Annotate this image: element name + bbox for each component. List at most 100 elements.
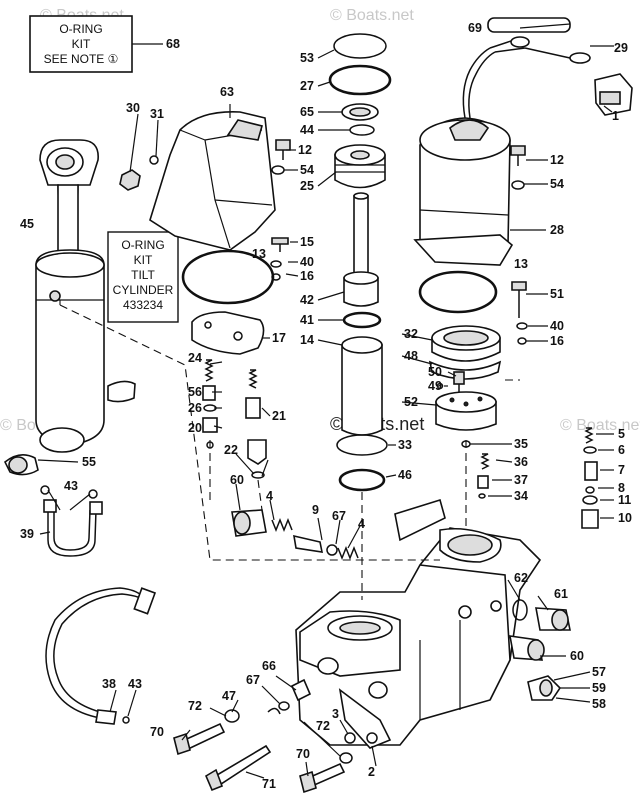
- callout-label: 22: [224, 443, 238, 457]
- callout-label: 56: [188, 385, 202, 399]
- callout-label: 66: [262, 659, 276, 673]
- callout-label: 41: [300, 313, 314, 327]
- plate-17: [191, 311, 265, 355]
- callout-label: 15: [300, 235, 314, 249]
- callout-label: 58: [592, 697, 606, 711]
- manifold-body: [295, 498, 542, 749]
- tilt-kit-line: 433234: [123, 298, 163, 312]
- watermark: © Boats.net: [330, 7, 414, 24]
- callout-label: 61: [554, 587, 568, 601]
- tilt-cylinder: [35, 139, 105, 453]
- callout-labels: 68 69 29 1 53 27 63 30 31 65 44 12 12 54…: [20, 21, 632, 791]
- callout-label: 54: [550, 177, 564, 191]
- callout-label: 62: [514, 571, 528, 585]
- callout-label: 46: [398, 468, 412, 482]
- callout-label: 51: [550, 287, 564, 301]
- piston-rod-42: [343, 192, 379, 307]
- callout-label: 49: [428, 379, 442, 393]
- oring-13-right: [418, 270, 498, 314]
- motor-28: [413, 47, 514, 266]
- callout-label: 5: [618, 427, 625, 441]
- callout-label: 35: [514, 437, 528, 451]
- tilt-kit-line: CYLINDER: [113, 283, 174, 297]
- callout-label: 7: [618, 463, 625, 477]
- callout-label: 59: [592, 681, 606, 695]
- callout-label: 13: [252, 247, 266, 261]
- callout-label: 21: [272, 409, 286, 423]
- callout-label: 20: [188, 421, 202, 435]
- oring-33: [336, 434, 388, 456]
- callout-label: 52: [404, 395, 418, 409]
- callout-label: 8: [618, 481, 625, 495]
- callout-label: 30: [126, 101, 140, 115]
- callout-label: 29: [614, 41, 628, 55]
- callout-label: 14: [300, 333, 314, 347]
- cap-25: [334, 144, 386, 189]
- tilt-kit-line: KIT: [134, 253, 153, 267]
- callout-label: 13: [514, 257, 528, 271]
- bleed-screw: [119, 169, 141, 191]
- cylinder-14: [341, 336, 383, 436]
- callout-label: 37: [514, 473, 528, 487]
- oring-44: [349, 124, 375, 136]
- oring-13-left: [181, 249, 275, 305]
- callout-label: 38: [102, 677, 116, 691]
- kit-note-line: O-RING: [59, 22, 102, 36]
- callout-label: 27: [300, 79, 314, 93]
- bushing-55-right: [107, 380, 136, 403]
- callout-label: 1: [612, 109, 619, 123]
- watermark: © Boats.net: [560, 417, 640, 434]
- callout-label: 60: [230, 473, 244, 487]
- callout-label: 24: [188, 351, 202, 365]
- callout-label: 67: [246, 673, 260, 687]
- kit-note-line: KIT: [72, 37, 91, 51]
- callout-label: 70: [296, 747, 310, 761]
- callout-label: 44: [300, 123, 314, 137]
- callout-label: 43: [128, 677, 142, 691]
- callout-label: 45: [20, 217, 34, 231]
- callout-label: 4: [358, 517, 365, 531]
- callout-label: 40: [300, 255, 314, 269]
- callout-label: 55: [82, 455, 96, 469]
- callout-label: 12: [298, 143, 312, 157]
- motor-cover: [149, 111, 276, 251]
- callout-label: 11: [618, 493, 631, 507]
- callout-label: 63: [220, 85, 234, 99]
- callout-label: 54: [300, 163, 314, 177]
- callout-label: 16: [550, 334, 564, 348]
- pump-52: [435, 391, 497, 431]
- callout-label: 65: [300, 105, 314, 119]
- callout-label: 2: [368, 765, 375, 779]
- callout-label: 43: [64, 479, 78, 493]
- callout-label: 39: [20, 527, 34, 541]
- callout-label: 9: [312, 503, 319, 517]
- callout-label: 3: [332, 707, 339, 721]
- oring-kit-note-box: O-RING KIT SEE NOTE ①: [29, 15, 133, 73]
- oring-27: [328, 64, 392, 96]
- tilt-kit-line: TILT: [131, 268, 155, 282]
- callout-label: 48: [404, 349, 418, 363]
- callout-label: 47: [222, 689, 236, 703]
- tilt-cylinder-kit-note-box: O-RING KIT TILT CYLINDER 433234: [107, 231, 179, 323]
- callout-label: 16: [300, 269, 314, 283]
- callout-label: 17: [272, 331, 286, 345]
- callout-label: 50: [428, 365, 442, 379]
- callout-label: 72: [188, 699, 202, 713]
- callout-label: 67: [332, 509, 346, 523]
- callout-label: 6: [618, 443, 625, 457]
- ring-41: [342, 311, 382, 329]
- callout-label: 32: [404, 327, 418, 341]
- sleeve-69: [487, 17, 571, 33]
- callout-label: 26: [188, 401, 202, 415]
- callout-label: 69: [468, 21, 482, 35]
- callout-label: 57: [592, 665, 606, 679]
- callout-label: 31: [150, 107, 164, 121]
- oring-53: [333, 33, 387, 59]
- reservoir-32: [431, 325, 501, 362]
- callout-label: 33: [398, 438, 412, 452]
- oring-46: [338, 468, 386, 492]
- kit-note-line: SEE NOTE ①: [44, 52, 119, 66]
- callout-label: 40: [550, 319, 564, 333]
- callout-label: 28: [550, 223, 564, 237]
